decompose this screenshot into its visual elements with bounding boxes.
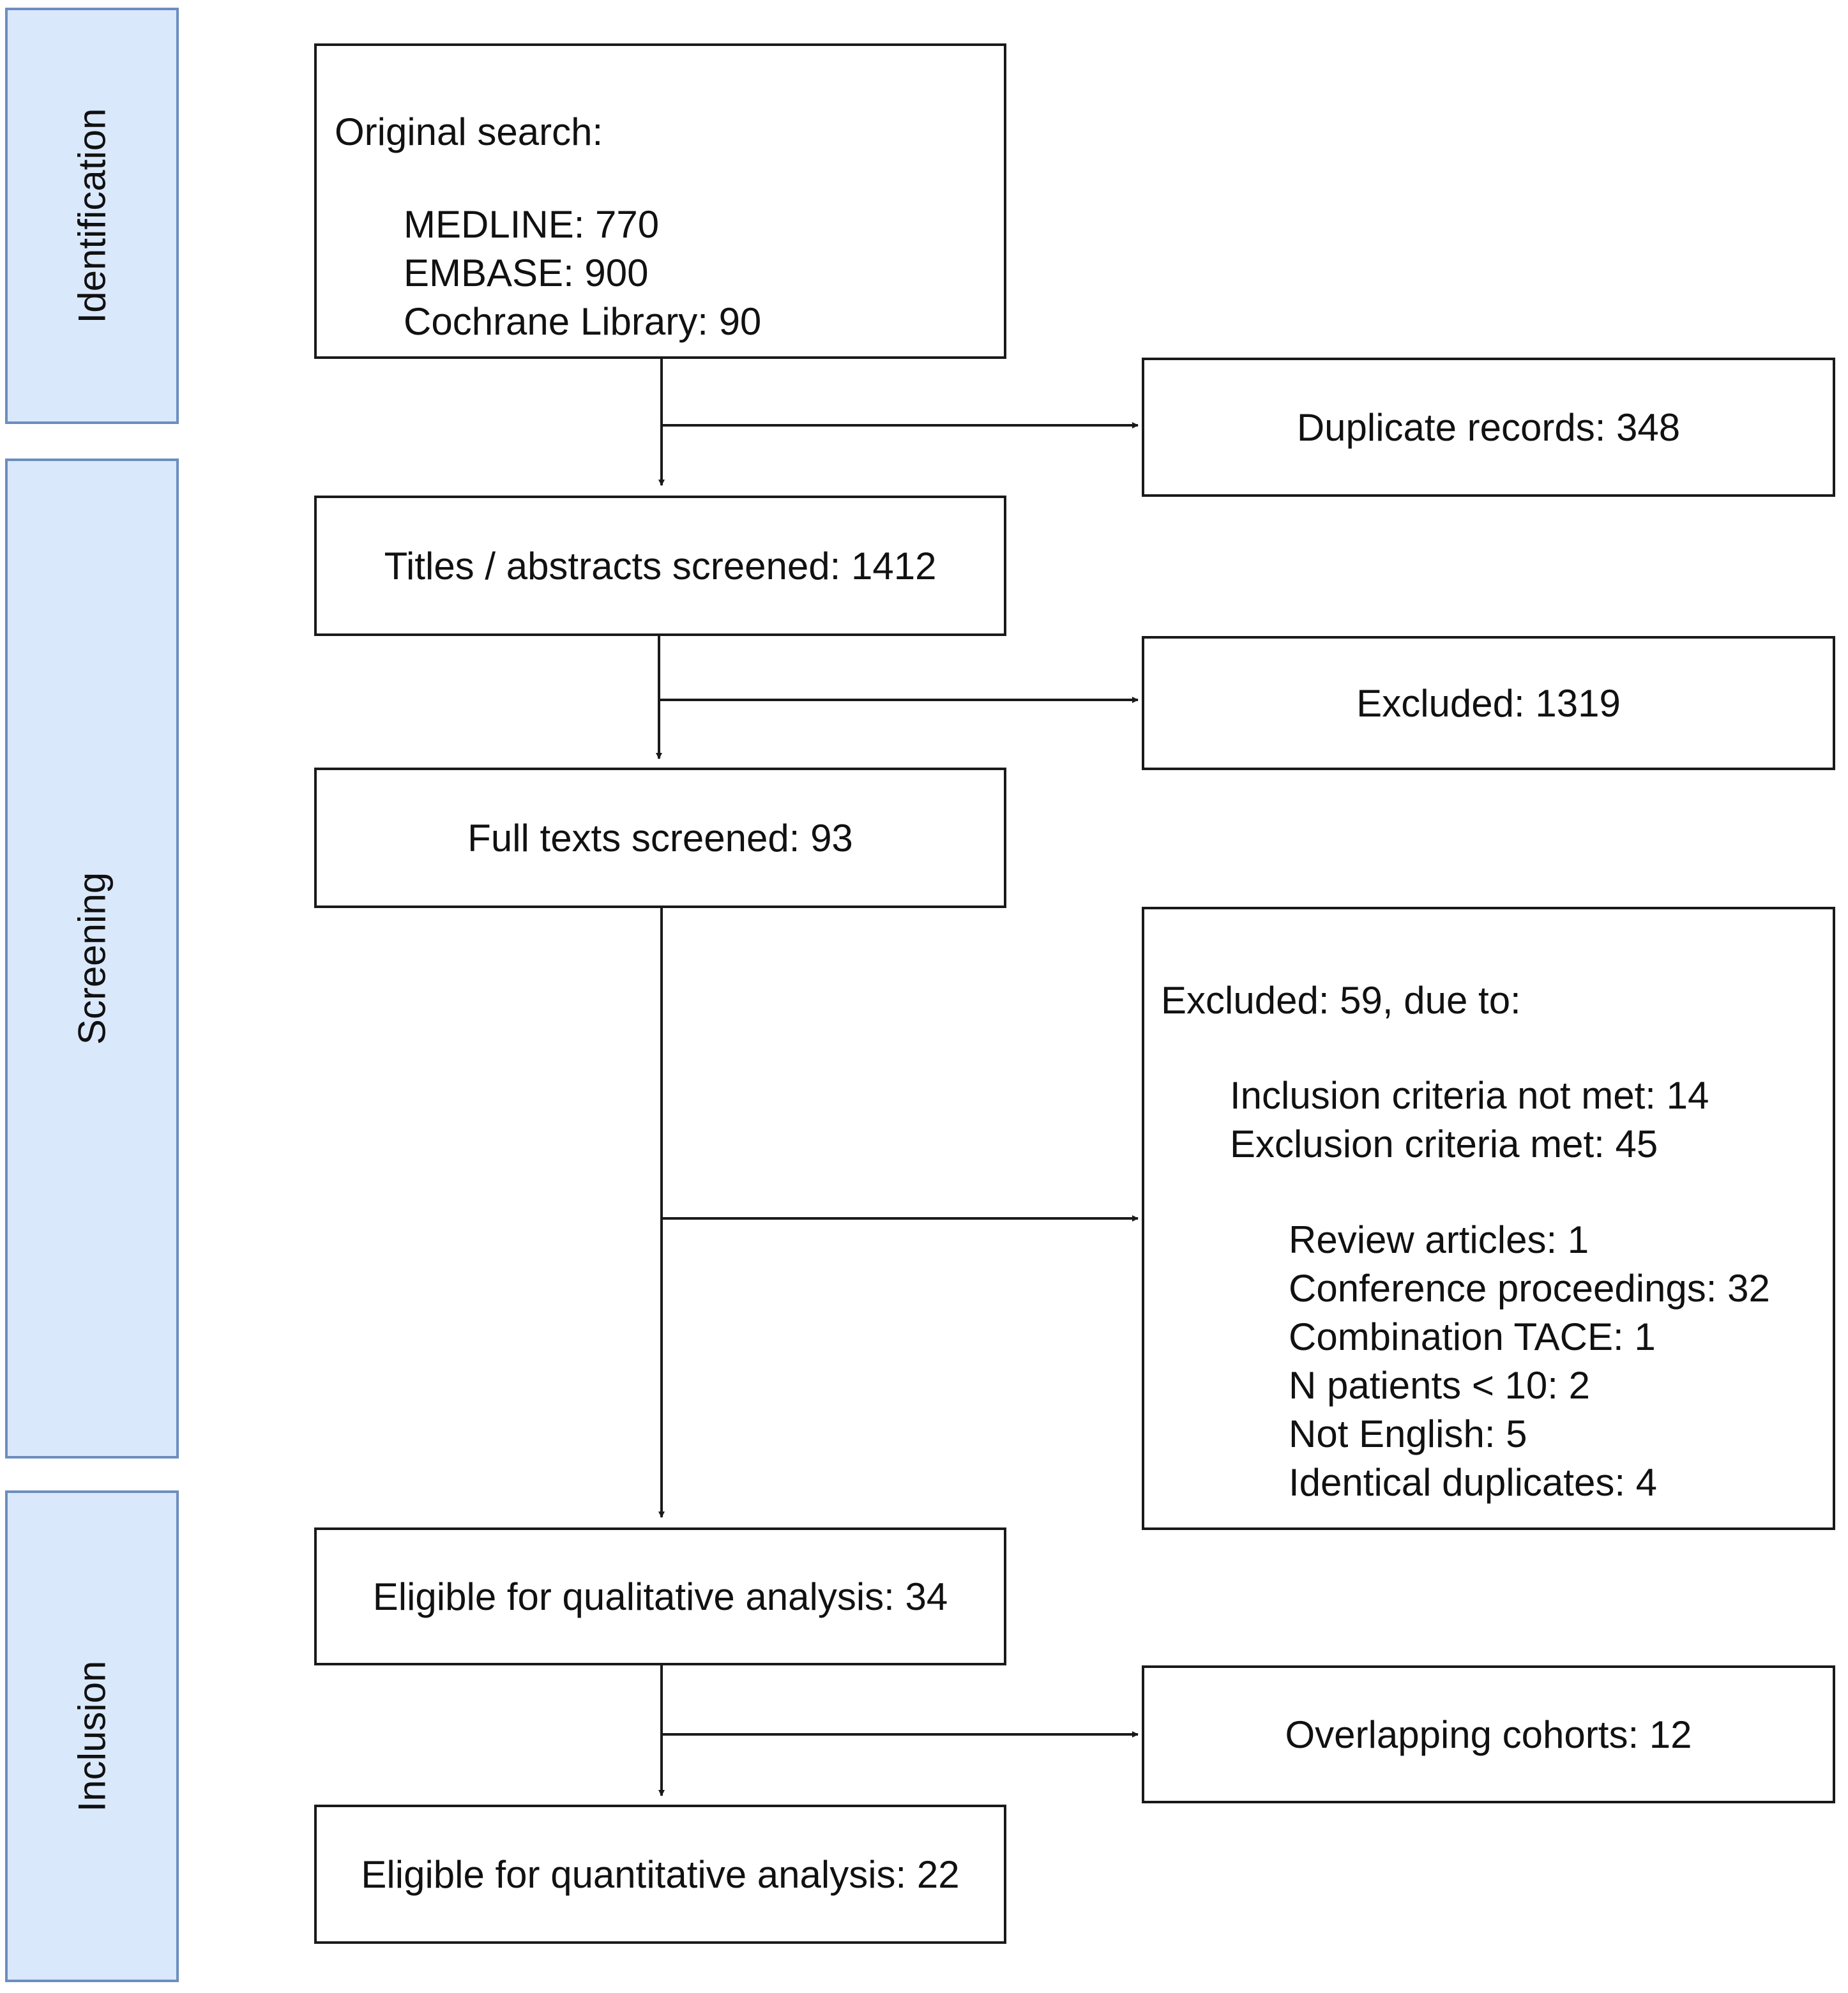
- criteria-exclusion: Exclusion criteria met: 45: [1230, 1123, 1658, 1165]
- original-search-box: Original search: MEDLINE: 770 EMBASE: 90…: [314, 43, 1006, 359]
- search-sources: MEDLINE: 770 EMBASE: 900 Cochrane Librar…: [404, 201, 761, 346]
- quantitative-box: Eligible for quantitative analysis: 22: [314, 1805, 1006, 1944]
- overlapping-box: Overlapping cohorts: 12: [1142, 1665, 1835, 1803]
- excluded-abstracts-box: Excluded: 1319: [1142, 636, 1835, 770]
- duplicates-box: Duplicate records: 348: [1142, 358, 1835, 497]
- phase-inclusion: Inclusion: [5, 1490, 179, 1982]
- phase-identification: Identification: [5, 8, 179, 424]
- excluded-criteria: Inclusion criteria not met: 14 Exclusion…: [1230, 1072, 1709, 1169]
- qualitative-box: Eligible for qualitative analysis: 34: [314, 1527, 1006, 1665]
- reason-duplicates: Identical duplicates: 4: [1289, 1461, 1658, 1504]
- exclusion-reasons: Review articles: 1 Conference proceeding…: [1289, 1216, 1770, 1507]
- full-texts-box: Full texts screened: 93: [314, 768, 1006, 908]
- reason-conference: Conference proceedings: 32: [1289, 1267, 1770, 1310]
- quantitative-text: Eligible for quantitative analysis: 22: [361, 1853, 960, 1896]
- excluded-full-box: Excluded: 59, due to: Inclusion criteria…: [1142, 907, 1835, 1530]
- full-texts-text: Full texts screened: 93: [467, 816, 853, 860]
- reason-not-english: Not English: 5: [1289, 1413, 1527, 1455]
- excluded-full-title: Excluded: 59, due to:: [1161, 979, 1521, 1022]
- titles-screened-text: Titles / abstracts screened: 1412: [384, 544, 937, 587]
- criteria-inclusion: Inclusion criteria not met: 14: [1230, 1074, 1709, 1117]
- qualitative-text: Eligible for qualitative analysis: 34: [372, 1575, 948, 1618]
- reason-review: Review articles: 1: [1289, 1218, 1589, 1261]
- phase-screening: Screening: [5, 458, 179, 1459]
- source-embase: EMBASE: 900: [404, 252, 649, 294]
- original-search-title: Original search:: [335, 110, 603, 153]
- source-medline: MEDLINE: 770: [404, 203, 660, 246]
- duplicates-text: Duplicate records: 348: [1296, 405, 1681, 449]
- reason-combination: Combination TACE: 1: [1289, 1315, 1656, 1358]
- excluded-abstracts-text: Excluded: 1319: [1356, 681, 1621, 725]
- overlapping-text: Overlapping cohorts: 12: [1285, 1713, 1692, 1756]
- reason-n-patients: N patients < 10: 2: [1289, 1364, 1590, 1407]
- titles-screened-box: Titles / abstracts screened: 1412: [314, 496, 1006, 636]
- source-cochrane: Cochrane Library: 90: [404, 300, 762, 343]
